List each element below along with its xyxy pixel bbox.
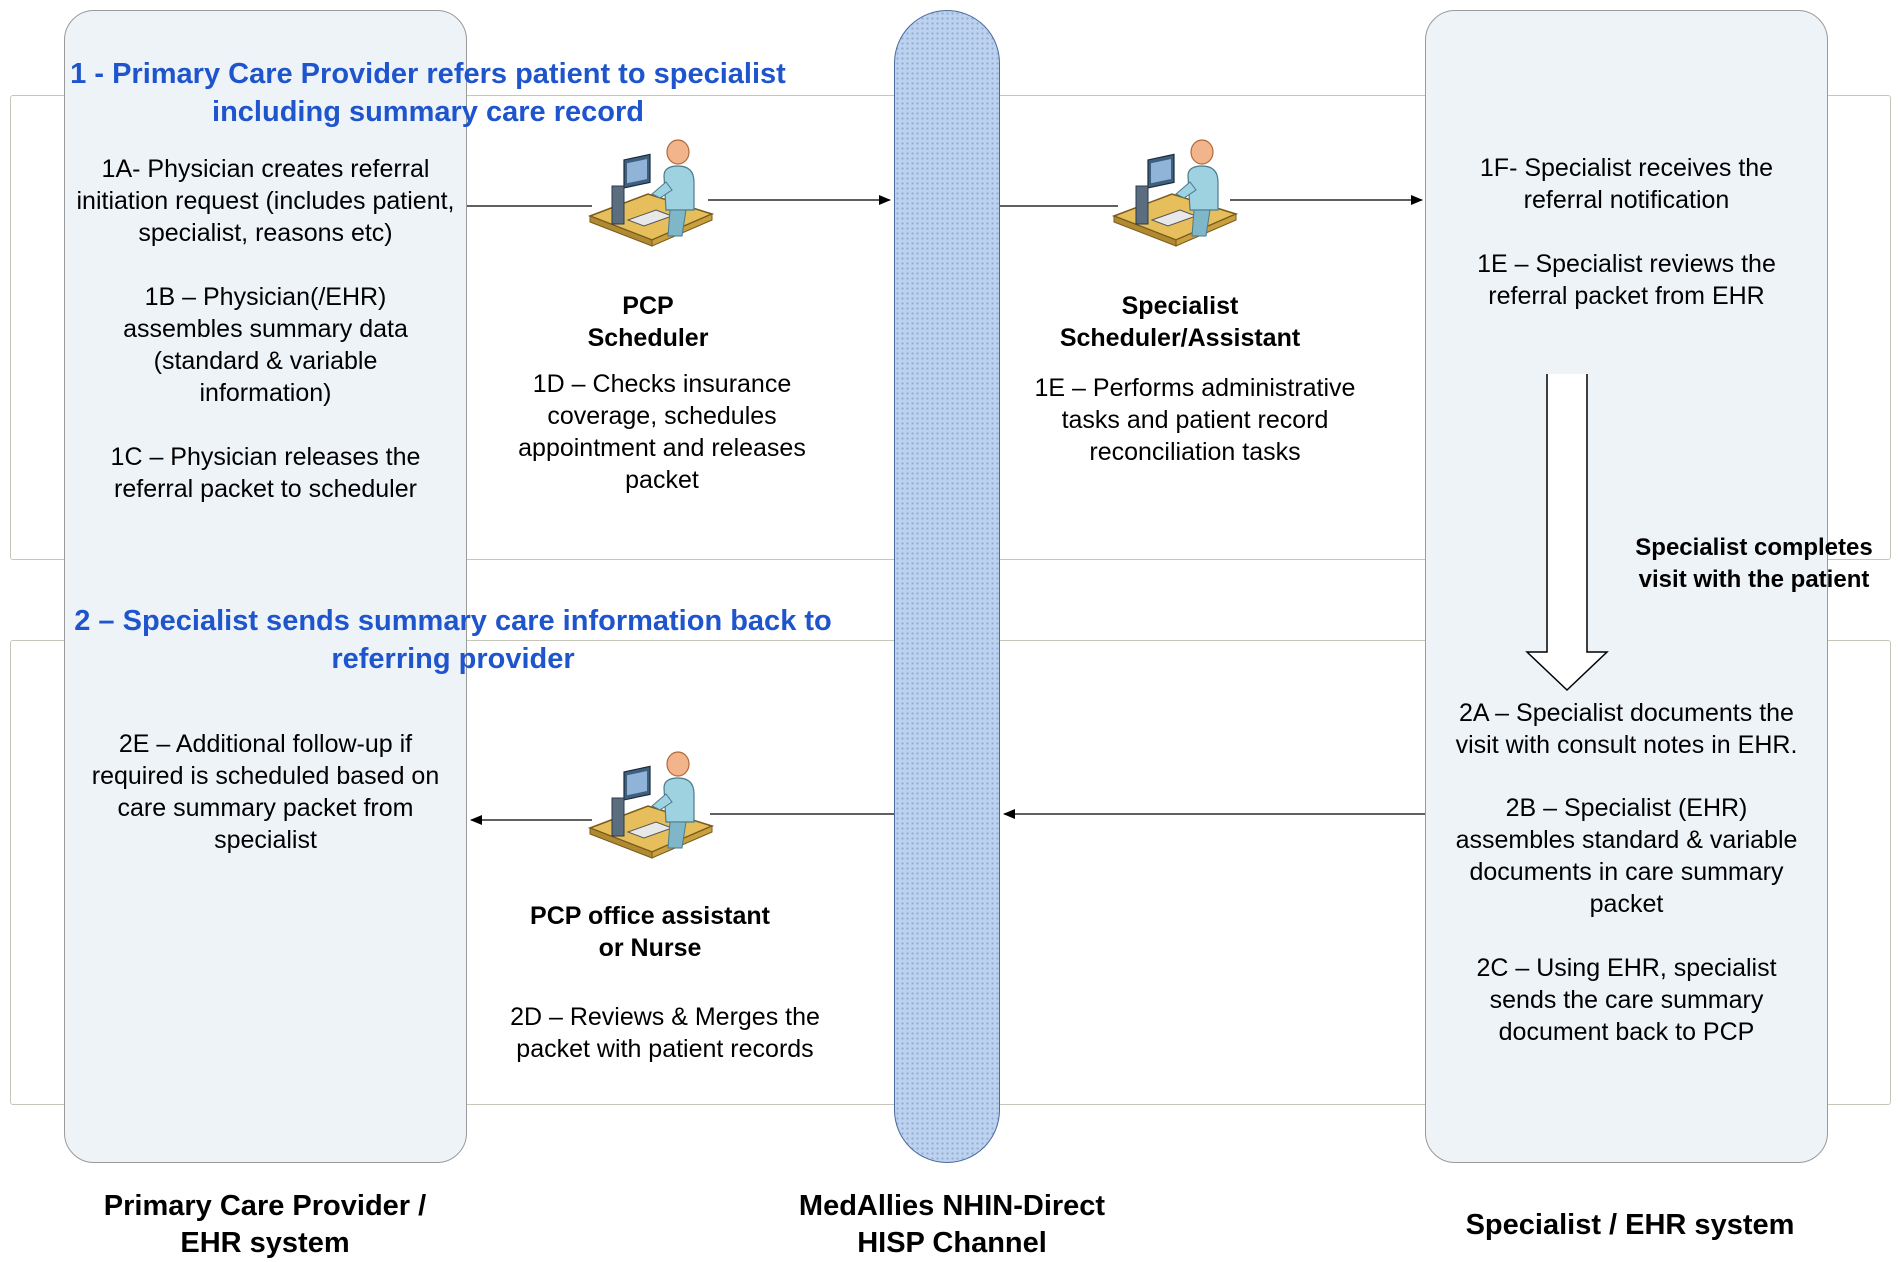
workstation-person-icon — [587, 139, 715, 247]
phase-1-title: 1 - Primary Care Provider refers patient… — [70, 58, 786, 128]
step-1e-review: 1E – Specialist reviews the referral pac… — [1477, 250, 1776, 310]
specialist-lane — [1425, 10, 1828, 1163]
pcp-scheduler-role-line1: PCP — [622, 292, 674, 320]
visit-note: Specialist completes visit with the pati… — [1635, 534, 1873, 593]
step-2b: 2B – Specialist (EHR) assembles standard… — [1455, 794, 1798, 918]
pcp-assistant-role-line1: PCP office assistant — [530, 902, 770, 930]
step-2e: 2E – Additional follow-up if required is… — [91, 730, 440, 854]
phase-2-title: 2 – Specialist sends summary care inform… — [74, 605, 832, 675]
specialist-scheduler-role-line2: Scheduler/Assistant — [1059, 324, 1301, 352]
footer-specialist: Specialist / EHR system — [1465, 1209, 1795, 1241]
pcp-assistant-role: PCP office assistant or Nurse — [500, 900, 800, 964]
step-1c: 1C – Physician releases the referral pac… — [110, 443, 421, 503]
pcp-assistant-role-line2: or Nurse — [598, 934, 702, 962]
footer-pcp: Primary Care Provider / EHR system — [103, 1190, 427, 1259]
step-1b: 1B – Physician(/EHR) assembles summary d… — [123, 283, 408, 407]
footer-channel: MedAllies NHIN-Direct HISP Channel — [798, 1190, 1106, 1259]
pcp-scheduler-role: PCP Scheduler — [548, 290, 748, 354]
specialist-scheduler-role: Specialist Scheduler/Assistant — [1030, 290, 1330, 354]
step-1a: 1A- Physician creates referral initiatio… — [76, 155, 455, 247]
hisp-channel — [894, 10, 1000, 1163]
pcp-lane — [64, 10, 467, 1163]
step-1f: 1F- Specialist receives the referral not… — [1479, 154, 1774, 214]
specialist-scheduler-role-line1: Specialist — [1121, 292, 1239, 320]
step-2c: 2C – Using EHR, specialist sends the car… — [1476, 954, 1777, 1046]
step-2a: 2A – Specialist documents the visit with… — [1455, 699, 1798, 759]
pcp-scheduler-role-line2: Scheduler — [587, 324, 709, 352]
visit-down-arrow — [1525, 374, 1609, 692]
step-2d: 2D – Reviews & Merges the packet with pa… — [510, 1003, 820, 1063]
step-1e-admin: 1E – Performs administrative tasks and p… — [1034, 374, 1356, 466]
workstation-person-icon — [1111, 139, 1239, 247]
step-1d: 1D – Checks insurance coverage, schedule… — [518, 370, 806, 494]
workstation-person-icon — [587, 751, 715, 859]
